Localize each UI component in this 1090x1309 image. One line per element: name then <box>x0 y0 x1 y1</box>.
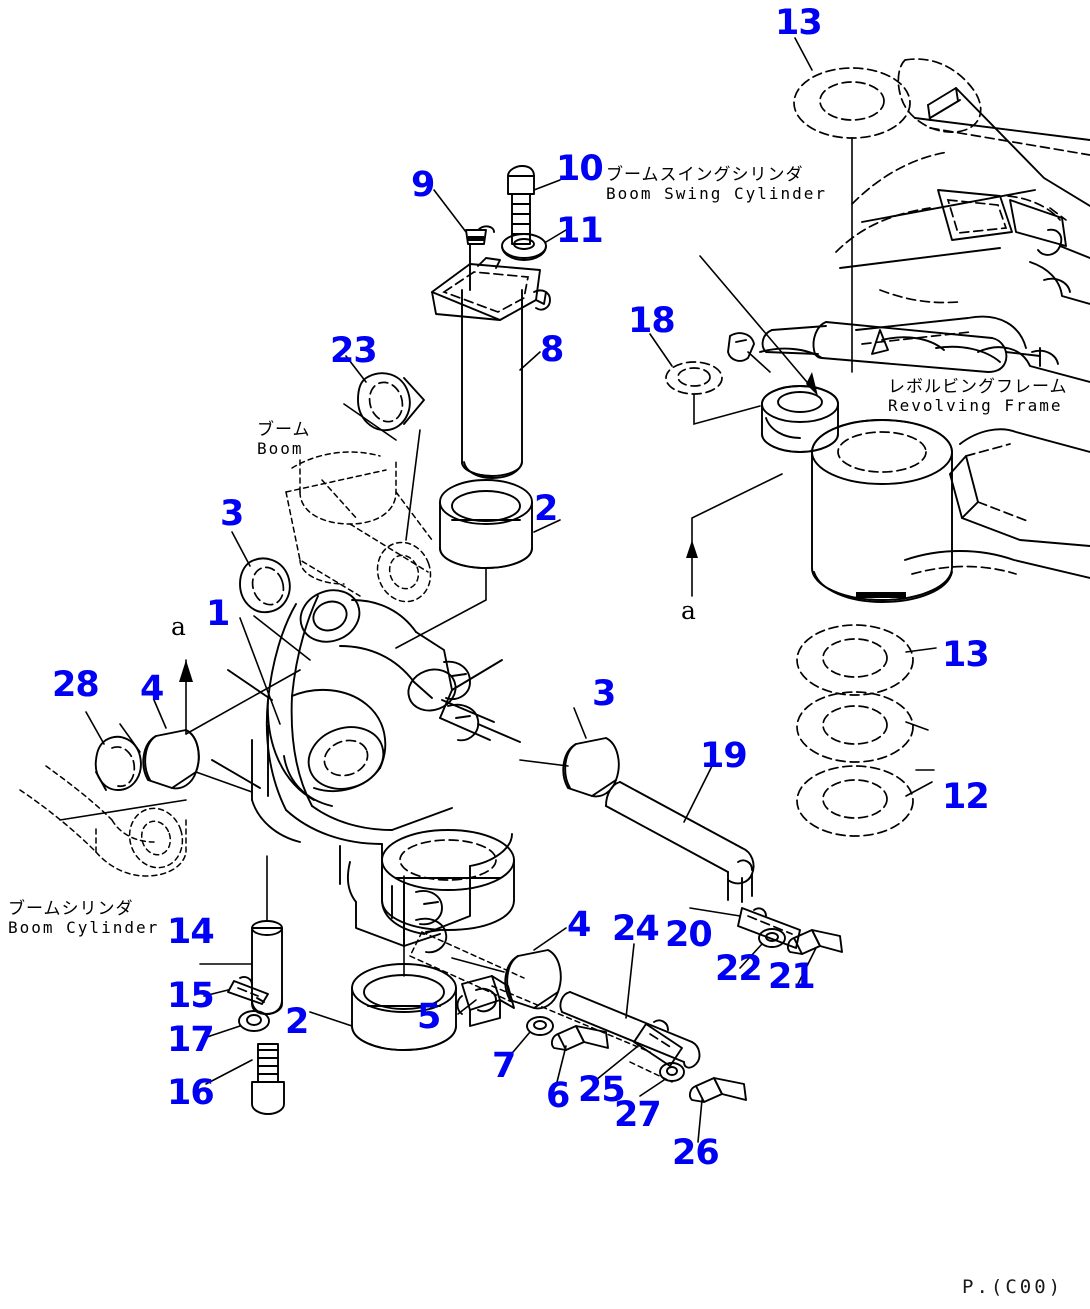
bushing-4-left <box>142 699 253 793</box>
part-label-28: 28 <box>52 665 100 705</box>
washer-27 <box>639 1062 685 1097</box>
bolt-26 <box>688 1077 747 1143</box>
part-label-10: 10 <box>556 149 604 189</box>
pin-24 <box>559 943 701 1069</box>
part-label-9: 9 <box>411 165 435 205</box>
part-label-17: 17 <box>167 1020 215 1060</box>
caption-revolving-frame: レボルビングフレーム Revolving Frame <box>888 377 1068 416</box>
revolving-frame-assembly <box>759 58 1090 579</box>
collar-5-lower <box>309 875 477 1051</box>
caption-boom-swing-cylinder: ブームスイングシリンダ Boom Swing Cylinder <box>606 165 828 204</box>
bolt-10 <box>507 165 561 245</box>
part-label-1: 1 <box>206 594 230 634</box>
dust-seal-28 <box>85 711 142 791</box>
lower-guide-ghost <box>409 931 673 1083</box>
part-label-21: 21 <box>768 957 816 997</box>
pin-8-top-plate <box>431 257 551 321</box>
part-label-24: 24 <box>612 909 660 949</box>
shim-ring-upper-13 <box>793 37 911 373</box>
part-label-11: 11 <box>556 211 604 251</box>
washer-11 <box>501 229 567 261</box>
lock-plate-20 <box>689 907 801 949</box>
upper-boss-seat <box>761 385 839 453</box>
caption-boom: ブーム Boom <box>257 420 311 459</box>
part-label-5: 5 <box>417 997 441 1037</box>
collar-2-upper <box>395 479 561 649</box>
section-marker-a-left-label: a <box>171 612 186 641</box>
caption-boom-cylinder: ブームシリンダ Boom Cylinder <box>8 899 160 938</box>
pin-19 <box>605 765 755 903</box>
bushing-3-right <box>519 707 620 798</box>
part-label-15: 15 <box>167 976 215 1016</box>
boom-swing-cylinder-body <box>761 321 1041 373</box>
boom-ghost <box>285 403 433 603</box>
bushing-3-left <box>231 531 291 613</box>
bolt-21 <box>786 929 843 985</box>
part-label-7: 7 <box>492 1046 516 1086</box>
section-marker-a-right-label: a <box>681 596 696 625</box>
swing-bracket-1 <box>211 589 521 954</box>
caption-en: Revolving Frame <box>888 396 1063 416</box>
bolt-16 <box>205 1043 285 1115</box>
boom-cylinder-ghost <box>19 723 187 877</box>
caption-jp: レボルビングフレーム <box>888 377 1068 397</box>
part-label-3-right: 3 <box>592 674 616 714</box>
shim-ring-lower-12 <box>796 765 935 837</box>
caption-en: Boom Cylinder <box>8 918 160 938</box>
part-label-14: 14 <box>167 912 215 952</box>
small-bracket <box>456 975 515 1027</box>
pin-8-assembly <box>461 289 541 479</box>
bushing-23 <box>345 355 425 431</box>
shim-ring-middle-13 <box>796 624 937 696</box>
washer-17 <box>203 1010 270 1039</box>
caption-en: Boom <box>257 439 304 459</box>
shim-ring-mid2 <box>796 691 929 763</box>
part-label-20: 20 <box>665 915 713 955</box>
part-label-3-left: 3 <box>220 494 244 534</box>
part-label-13-middle: 13 <box>942 635 990 675</box>
plate-retainer-25 <box>595 1019 683 1081</box>
part-label-18: 18 <box>628 301 676 341</box>
caption-jp: ブームシリンダ <box>8 899 134 919</box>
part-label-2-lower: 2 <box>285 1002 309 1042</box>
cylinder-rod-clevis <box>727 332 771 373</box>
washer-7 <box>507 1016 554 1059</box>
part-label-27: 27 <box>614 1095 662 1135</box>
thrust-washer-18 <box>649 333 761 426</box>
part-label-6: 6 <box>546 1076 570 1116</box>
caption-jp: ブーム <box>257 420 311 440</box>
washer-22 <box>739 928 786 969</box>
part-label-25: 25 <box>578 1070 626 1110</box>
lock-plate-15 <box>203 976 269 1005</box>
section-marker-a-right <box>686 473 783 597</box>
part-label-16: 16 <box>167 1073 215 1113</box>
part-label-8: 8 <box>540 330 564 370</box>
grease-nipple-9 <box>433 189 495 291</box>
part-label-19: 19 <box>700 736 748 776</box>
part-label-2-upper: 2 <box>534 489 558 529</box>
caption-en: Boom Swing Cylinder <box>606 184 828 204</box>
part-label-13-upper: 13 <box>775 3 823 43</box>
footer-code: P.(C00) <box>962 1276 1064 1298</box>
part-label-4-left: 4 <box>140 669 164 709</box>
part-label-4-right: 4 <box>567 905 591 945</box>
part-label-12: 12 <box>942 777 990 817</box>
part-label-26: 26 <box>672 1133 720 1173</box>
caption-jp: ブームスイングシリンダ <box>606 165 804 185</box>
part-label-22: 22 <box>715 949 763 989</box>
part-label-23: 23 <box>330 331 378 371</box>
bushing-4-lower <box>451 927 567 1010</box>
frame-boss-cylinder <box>811 419 953 603</box>
section-marker-a-left <box>179 659 193 735</box>
